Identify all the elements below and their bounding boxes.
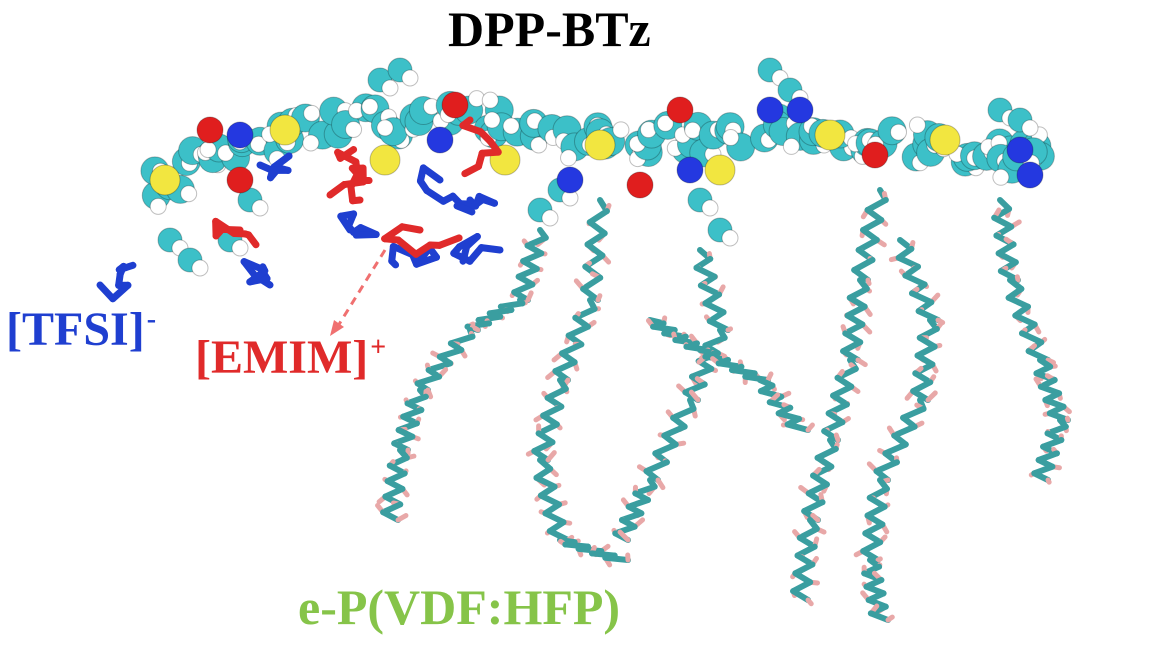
fluorine-stick [808,425,812,430]
hydrogen-atom [685,122,701,138]
ion-bond [463,247,467,262]
hydrogen-atom [303,135,319,151]
tfsi-ion [100,265,133,298]
oxygen-atom [227,167,253,193]
hydrogen-atom [232,240,248,256]
hydrogen-atom [484,112,500,128]
nitrogen-atom [427,127,453,153]
tfsi-charge: - [147,304,156,335]
hydrogen-atom [783,138,799,154]
hydrogen-atom [613,122,629,138]
fluorine-stick [808,600,811,604]
hydrogen-atom [542,210,558,226]
polymer-bond [871,613,888,620]
nitrogen-atom [227,122,253,148]
fluorine-stick [1017,277,1018,280]
polymer-bond [788,424,808,430]
fluorine-stick [398,516,406,520]
ion-bond [249,235,256,245]
emim-label-text: [EMIM] [195,331,368,384]
ion-bond [392,261,396,265]
ion-bond [439,238,459,245]
hydrogen-atom [200,142,216,158]
hydrogen-atom [192,260,208,276]
hydrogen-atom [722,230,738,246]
hydrogen-atom [362,99,378,115]
hydrogen-atom [304,105,320,121]
hydrogen-atom [382,80,398,96]
sulfur-atom [150,165,180,195]
tfsi-ion [244,262,270,285]
sulfur-atom [930,125,960,155]
nitrogen-atom [757,97,783,123]
fluorine-stick [836,435,838,440]
fluorine-stick [813,515,818,520]
ion-bond [119,265,133,269]
nitrogen-atom [677,157,703,183]
sulfur-atom [270,115,300,145]
fluorine-stick [1067,418,1068,420]
nitrogen-atom [557,167,583,193]
nitrogen-atom [787,97,813,123]
pvdf-hfp-chains [378,190,1070,620]
polymer-bond [605,558,628,560]
hydrogen-atom [377,120,393,136]
fluorine-stick [768,374,771,380]
hydrogen-atom [909,117,925,133]
sulfur-atom [705,155,735,185]
polymer-bond [793,591,808,600]
hydrogen-atom [252,200,268,216]
fluorine-stick [472,327,478,330]
fluorine-stick [658,480,663,488]
tfsi-ion [341,214,376,235]
fluorine-stick [888,617,892,620]
ion-bond [356,234,376,235]
emim-charge: + [370,332,386,363]
oxygen-atom [197,117,223,143]
hydrogen-atom [561,150,577,166]
sulfur-atom [370,145,400,175]
hydrogen-atom [150,198,166,214]
ion-bond [270,171,276,178]
fluorine-stick [598,296,600,300]
oxygen-atom [442,92,468,118]
fluorine-stick [1048,480,1049,482]
pvdf-hfp-label: e-P(VDF:HFP) [298,578,620,636]
oxygen-atom [627,172,653,198]
hydrogen-atom [503,118,519,134]
hydrogen-atom [702,200,718,216]
hydrogen-atom [1022,120,1038,136]
nitrogen-atom [1017,162,1043,188]
fluorine-stick [528,293,531,300]
hydrogen-atom [723,130,739,146]
polymer-title-label: DPP-BTz [448,0,651,58]
nitrogen-atom [1007,137,1033,163]
sulfur-atom [815,120,845,150]
tfsi-label-text: [TFSI] [6,303,145,356]
hydrogen-atom [346,121,362,137]
emim-label: [EMIM]+ [195,330,386,385]
fluorine-stick [878,559,880,560]
polymer-bond [383,512,398,520]
fluorine-stick [1048,360,1054,363]
sulfur-atom [585,130,615,160]
tfsi-label: [TFSI]- [6,302,156,357]
ion-bond [465,166,479,173]
hydrogen-atom [482,92,498,108]
hydrogen-atom [181,186,197,202]
ion-bond [263,267,265,271]
fluorine-stick [868,280,869,284]
fluorine-stick [928,393,935,400]
fluorine-stick [858,360,865,365]
hydrogen-atom [993,169,1009,185]
oxygen-atom [667,97,693,123]
oxygen-atom [862,142,888,168]
hydrogen-atom [891,124,907,140]
fluorine-stick [548,453,554,460]
emim-pointer-arrow [330,250,385,336]
fluorine-stick [728,329,731,330]
hydrogen-atom [402,70,418,86]
